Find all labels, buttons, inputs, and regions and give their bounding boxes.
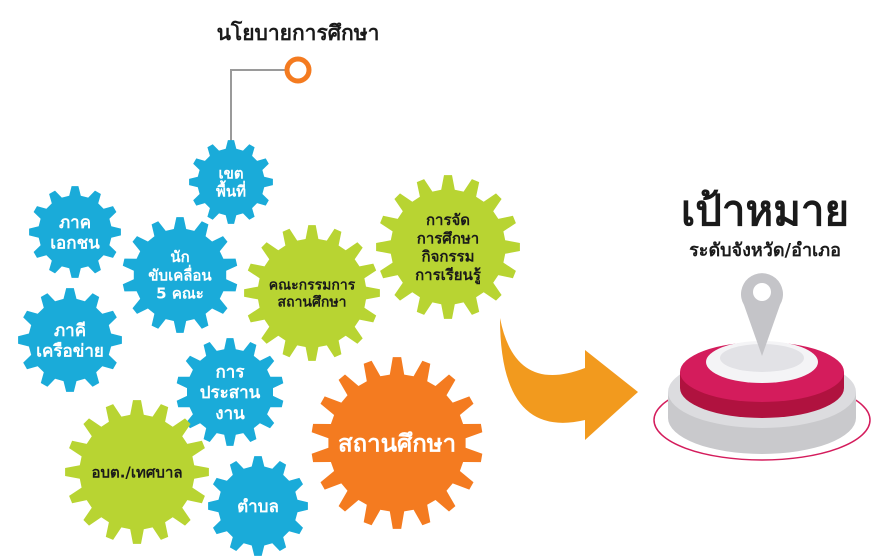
target-button-icon: [653, 341, 871, 461]
gear-label: การศึกษา: [417, 229, 479, 247]
gear-label: การเรียนรู้: [415, 266, 482, 285]
gear-label: ภาค: [59, 213, 91, 233]
gear-label: คณะกรรมการ: [269, 278, 356, 294]
gear-label: นัก: [170, 248, 189, 266]
gear-tambon: ตำบล: [208, 456, 308, 556]
gear-shape: [176, 338, 284, 446]
gear-label: ประสาน: [200, 383, 261, 403]
curved-arrow-icon: [500, 318, 638, 440]
gear-label: กิจกรรม: [422, 248, 475, 266]
gear-shape: [65, 400, 209, 544]
gear-label: ขับเคลื่อน: [148, 264, 212, 284]
target-heading: เป้าหมาย: [681, 186, 849, 235]
gear-phakhi-khruea-khai: ภาคีเครือข่าย: [18, 288, 122, 392]
gear-label: อบต./เทศบาล: [91, 463, 182, 481]
connector-ring-icon: [284, 56, 312, 84]
gear-label: ภาคี: [54, 320, 86, 341]
gear-label: สถานศึกษา: [278, 294, 347, 311]
gear-obt-thetsaban: อบต./เทศบาล: [65, 400, 209, 544]
gear-label: เอกชน: [50, 234, 100, 254]
gear-shape: [18, 288, 122, 392]
gears-group: เขตพื้นที่ภาคเอกชนนักขับเคลื่อน5 คณะคณะก…: [18, 140, 520, 556]
gear-label: การจัด: [426, 211, 470, 229]
gear-shape: [189, 140, 273, 224]
gear-shape: [29, 186, 121, 278]
diagram-title: นโยบายการศึกษา: [217, 20, 380, 45]
gear-label: เครือข่าย: [36, 341, 104, 362]
connector-line: [230, 69, 287, 152]
gear-shape: [376, 175, 520, 319]
gear-label: 5 คณะ: [156, 285, 204, 303]
location-pin-icon: [740, 273, 784, 356]
gear-label: พื้นที่: [216, 180, 246, 201]
gear-label: เขต: [218, 164, 243, 182]
gear-label: งาน: [215, 404, 245, 424]
gear-nak-khapkhluean: นักขับเคลื่อน5 คณะ: [122, 217, 238, 333]
gear-shape: [244, 225, 380, 361]
gear-label: ตำบล: [237, 497, 279, 517]
gear-shape: [208, 456, 308, 556]
gear-shape: [122, 217, 238, 333]
target-subheading: ระดับจังหวัด/อำเภอ: [689, 240, 841, 261]
gear-sathan-sueksa: สถานศึกษา: [311, 357, 483, 529]
gear-label: การ: [216, 362, 246, 382]
gear-shape: [311, 357, 483, 529]
gear-label: สถานศึกษา: [338, 430, 456, 458]
